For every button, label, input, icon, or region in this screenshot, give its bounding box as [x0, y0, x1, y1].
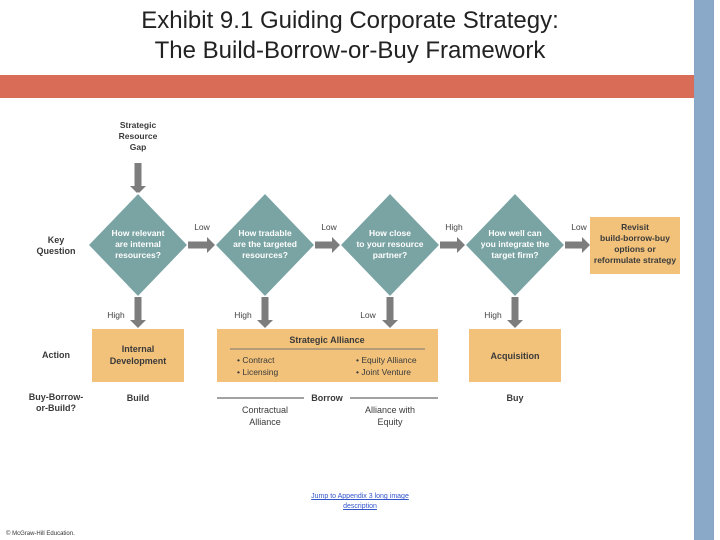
start-arrow-shaft: [134, 163, 142, 187]
outcome-borrow: Borrow: [311, 393, 343, 403]
acquisition-box: [469, 329, 561, 382]
vertical-label-1: High: [107, 310, 125, 320]
side-bar: [694, 0, 720, 540]
copyright-text: © McGraw-Hill Education.: [6, 531, 75, 537]
vertical-arrow-4-head: [507, 320, 523, 328]
vertical-arrow-4-shaft: [511, 297, 519, 321]
horizontal-arrow-4-head: [582, 237, 590, 253]
acquisition-text: Acquisition: [491, 351, 540, 361]
horizontal-arrow-3-head: [457, 237, 465, 253]
revisit-box: [590, 217, 680, 274]
horizontal-arrow-2-head: [332, 237, 340, 253]
title-line-2: The Build-Borrow-or-Buy Framework: [154, 37, 546, 64]
alliance-right-items: • Equity Alliance• Joint Venture: [356, 355, 417, 377]
horizontal-label-3: High: [445, 222, 463, 232]
row-label-action: Action: [42, 350, 70, 360]
horizontal-label-1: Low: [194, 222, 210, 232]
horizontal-label-4: Low: [571, 222, 587, 232]
vertical-label-2: High: [234, 310, 252, 320]
outcome-build: Build: [127, 393, 150, 403]
horizontal-arrow-1-shaft: [188, 241, 208, 249]
horizontal-arrow-3-shaft: [440, 241, 458, 249]
row-label-build-borrow-buy: Buy-Borrow-or-Build?: [29, 392, 84, 413]
alliance-left-items: • Contract• Licensing: [237, 355, 279, 377]
page-title: Exhibit 9.1 Guiding Corporate Strategy: …: [0, 6, 700, 66]
strategic-alliance-box: [217, 329, 438, 382]
horizontal-arrow-4-shaft: [565, 241, 583, 249]
horizontal-label-2: Low: [321, 222, 337, 232]
horizontal-arrow-1-head: [207, 237, 215, 253]
vertical-arrow-1-head: [130, 320, 146, 328]
vertical-label-3: Low: [360, 310, 376, 320]
vertical-arrow-2-shaft: [261, 297, 269, 321]
appendix-link[interactable]: Jump to Appendix 3 long image descriptio…: [311, 493, 409, 510]
vertical-arrow-2-head: [257, 320, 273, 328]
title-line-1: Exhibit 9.1 Guiding Corporate Strategy:: [141, 7, 559, 34]
horizontal-arrow-2-shaft: [315, 241, 333, 249]
vertical-arrow-1-shaft: [134, 297, 142, 321]
side-bar-fill: [694, 0, 714, 540]
strategic-alliance-title: Strategic Alliance: [289, 335, 364, 345]
vertical-label-4: High: [484, 310, 502, 320]
vertical-arrow-3-head: [382, 320, 398, 328]
internal-development-box: [92, 329, 184, 382]
outcome-buy: Buy: [506, 393, 523, 403]
start-arrow-head: [130, 186, 146, 194]
accent-bar: [0, 75, 694, 98]
vertical-arrow-3-shaft: [386, 297, 394, 321]
